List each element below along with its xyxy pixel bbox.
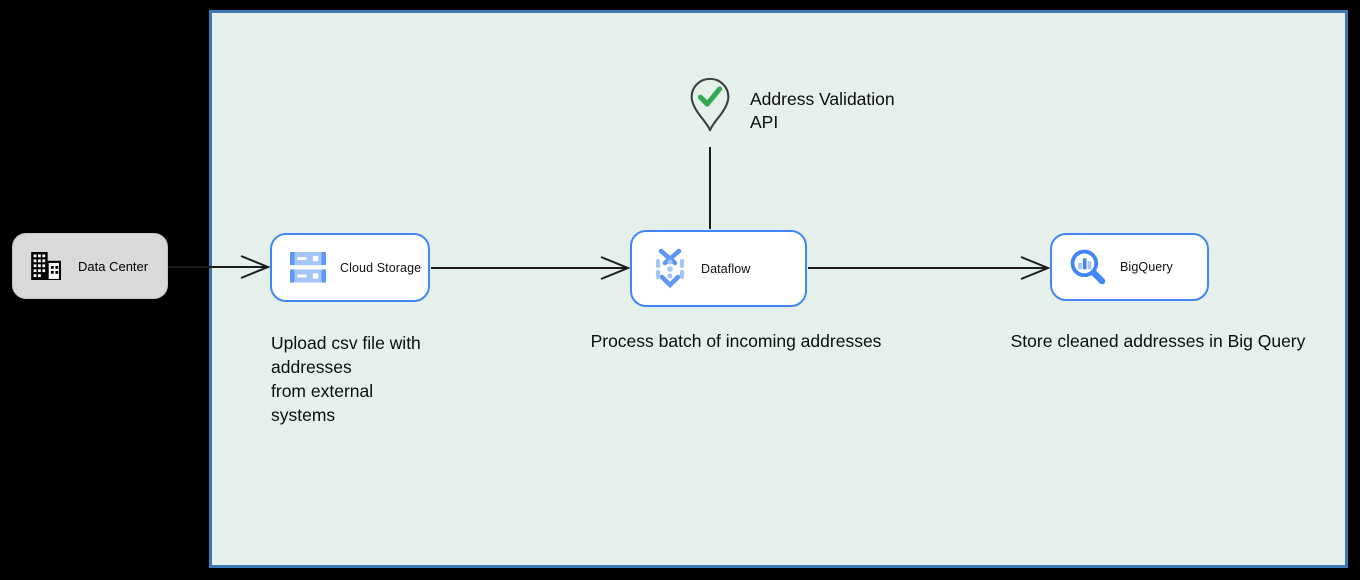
location-pin-check-icon[interactable]: [688, 76, 732, 139]
node-bigquery[interactable]: BigQuery: [1050, 233, 1209, 301]
cloud-storage-icon: [288, 251, 328, 284]
dataflow-icon: [649, 248, 691, 290]
building-icon: [31, 252, 61, 280]
node-dataflow-label: Dataflow: [701, 261, 751, 276]
node-cloud-storage[interactable]: Cloud Storage: [270, 233, 430, 302]
caption-store-bigquery: Store cleaned addresses in Big Query: [1010, 331, 1306, 351]
node-dataflow[interactable]: Dataflow: [630, 230, 807, 307]
node-data-center[interactable]: Data Center: [12, 233, 168, 299]
api-label: Address Validation API: [750, 89, 895, 132]
node-bigquery-label: BigQuery: [1120, 260, 1173, 274]
bigquery-icon: [1068, 247, 1108, 287]
caption-process-batch: Process batch of incoming addresses: [590, 331, 882, 351]
node-data-center-label: Data Center: [78, 258, 149, 274]
checkmark-icon: [697, 86, 723, 107]
caption-upload-csv: Upload csv file with addresses from exte…: [271, 333, 421, 425]
node-cloud-storage-label: Cloud Storage: [340, 260, 422, 275]
